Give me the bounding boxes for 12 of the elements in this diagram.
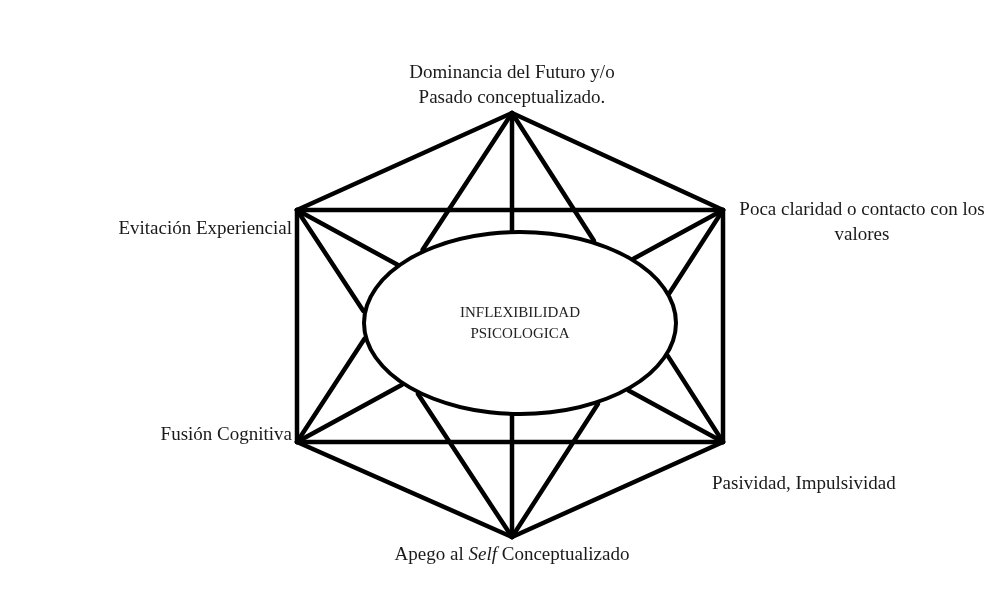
vertex-label: Dominancia del Futuro y/o Pasado conceptualizado. (392, 59, 632, 109)
vertex-label: Pasividad, Impulsividad (712, 470, 896, 495)
ellipse-label: INFLEXIBILIDAD PSICOLOGICA (459, 303, 581, 343)
connector-line (509, 110, 515, 233)
vertex-label: Evitación Experiencial (118, 214, 292, 240)
connector-line (509, 401, 601, 540)
vertex-label: Apego al Self Conceptualizado (392, 541, 632, 566)
connector-line (294, 207, 366, 314)
vertex-label: Fusión Cognitiva (160, 420, 292, 446)
connector-line (626, 388, 726, 445)
vertex-label: Poca claridad o contacto con los valores (726, 196, 998, 246)
connector-line (415, 391, 515, 540)
